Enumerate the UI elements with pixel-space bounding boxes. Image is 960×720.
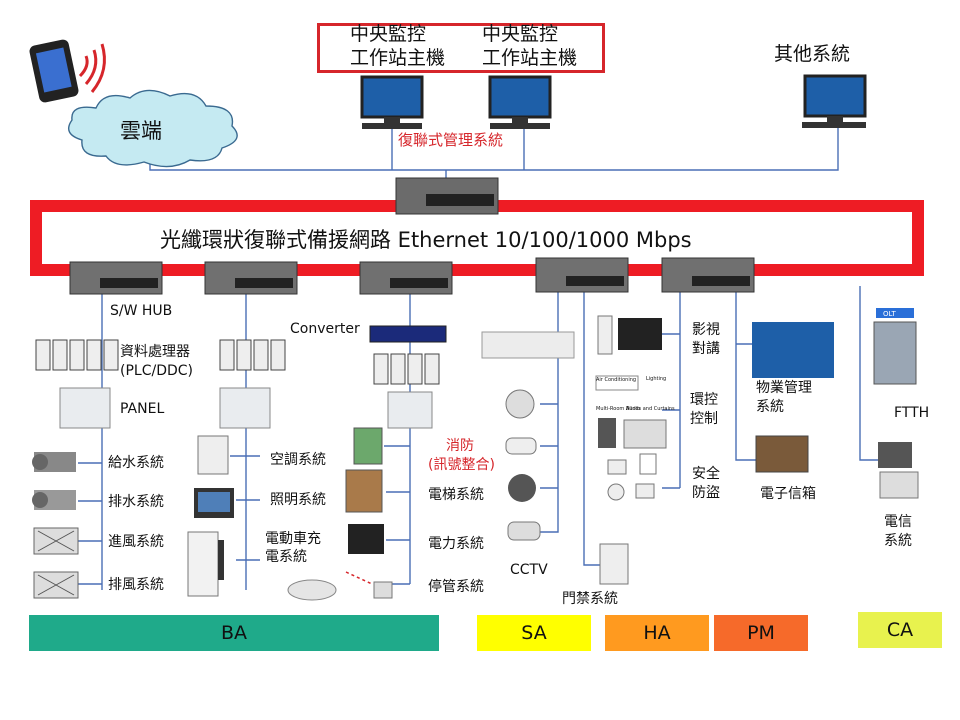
aircon-label: 空調系統: [270, 452, 326, 468]
panel-label: PANEL: [120, 401, 165, 417]
fire-label-line1: 消防: [446, 438, 474, 454]
cloud-label: 雲端: [120, 119, 162, 143]
category-ba: BA: [29, 615, 439, 651]
other-systems-label: 其他系統: [774, 43, 851, 65]
property-mgmt-line2: 系統: [756, 399, 784, 415]
category-sa: SA: [477, 615, 591, 651]
property-mgmt-line1: 物業管理: [756, 380, 812, 396]
sw-hub-label: S/W HUB: [110, 303, 173, 319]
drop-links: [78, 286, 878, 590]
env-control-line1: 環控: [690, 392, 718, 408]
category-ca: CA: [858, 612, 942, 648]
category-pm-label: PM: [747, 622, 775, 644]
security-line1: 安全: [692, 466, 720, 482]
panel-boxes: [59, 387, 433, 429]
ftth-label: FTTH: [894, 405, 930, 421]
ev-charge-label-line2: 電系統: [265, 549, 307, 565]
telecom-line1: 電信: [884, 514, 912, 530]
ba-equipment: [32, 427, 393, 601]
cctv-label: CCTV: [510, 562, 548, 578]
water-supply-label: 給水系統: [108, 455, 164, 471]
air-intake-label: 進風系統: [108, 534, 164, 550]
workstation-2-line2: 工作站主機: [482, 47, 578, 69]
converter-device: [369, 325, 447, 343]
ha-devices: [595, 315, 667, 501]
aircon-panel-label: Air Conditioning: [596, 377, 637, 383]
category-ba-label: BA: [220, 622, 248, 644]
management-system-label: 復聯式管理系統: [398, 131, 504, 149]
blinds-label: Blinds and Curtains: [626, 406, 675, 412]
power-label: 電力系統: [428, 536, 484, 552]
multiroom-label: Multi-Room Audio: [596, 406, 641, 412]
access-control-label: 門禁系統: [562, 591, 618, 607]
telecom-line2: 系統: [884, 533, 912, 549]
sa-devices: [481, 331, 629, 585]
category-sa-label: SA: [521, 622, 547, 644]
parking-label: 停管系統: [428, 579, 484, 595]
workstation-2-line1: 中央監控: [482, 23, 559, 45]
plc-label-line1: 資料處理器: [120, 344, 190, 360]
video-intercom-line1: 影視: [692, 322, 720, 338]
core-switch: [395, 177, 499, 215]
olt-label: OLT: [883, 310, 896, 318]
ring-network-title: 光纖環狀復聯式備援網路 Ethernet 10/100/1000 Mbps: [160, 228, 692, 252]
workstation-1-line1: 中央監控: [350, 23, 427, 45]
lighting-panel-label: Lighting: [646, 376, 667, 382]
elevator-label: 電梯系統: [428, 487, 484, 503]
workstation-frame: [317, 23, 605, 73]
video-intercom-line2: 對講: [692, 341, 720, 357]
env-control-line2: 控制: [690, 411, 718, 427]
workstation-1-line2: 工作站主機: [350, 47, 446, 69]
drainage-label: 排水系統: [108, 494, 164, 510]
cloud-shape: [68, 89, 238, 168]
ring-switches: [69, 257, 755, 295]
parking-signal: [345, 571, 373, 585]
converter-label: Converter: [290, 321, 360, 337]
security-line2: 防盜: [692, 485, 720, 501]
smartphone-icon: [29, 39, 106, 103]
category-ha-label: HA: [643, 622, 671, 644]
exhaust-label: 排風系統: [108, 577, 164, 593]
plc-units: [35, 339, 440, 385]
pm-devices: [752, 322, 834, 473]
ca-devices: [873, 308, 919, 499]
category-ca-label: CA: [886, 619, 914, 641]
ebox-label: 電子信箱: [760, 486, 816, 502]
monitor-icons: [360, 74, 867, 129]
plc-label-line2: (PLC/DDC): [120, 363, 193, 379]
category-ha: HA: [605, 615, 709, 651]
fire-label-line2: (訊號整合): [428, 457, 495, 473]
lighting-label: 照明系統: [270, 492, 326, 508]
category-pm: PM: [714, 615, 808, 651]
ev-charge-label-line1: 電動車充: [265, 531, 321, 547]
